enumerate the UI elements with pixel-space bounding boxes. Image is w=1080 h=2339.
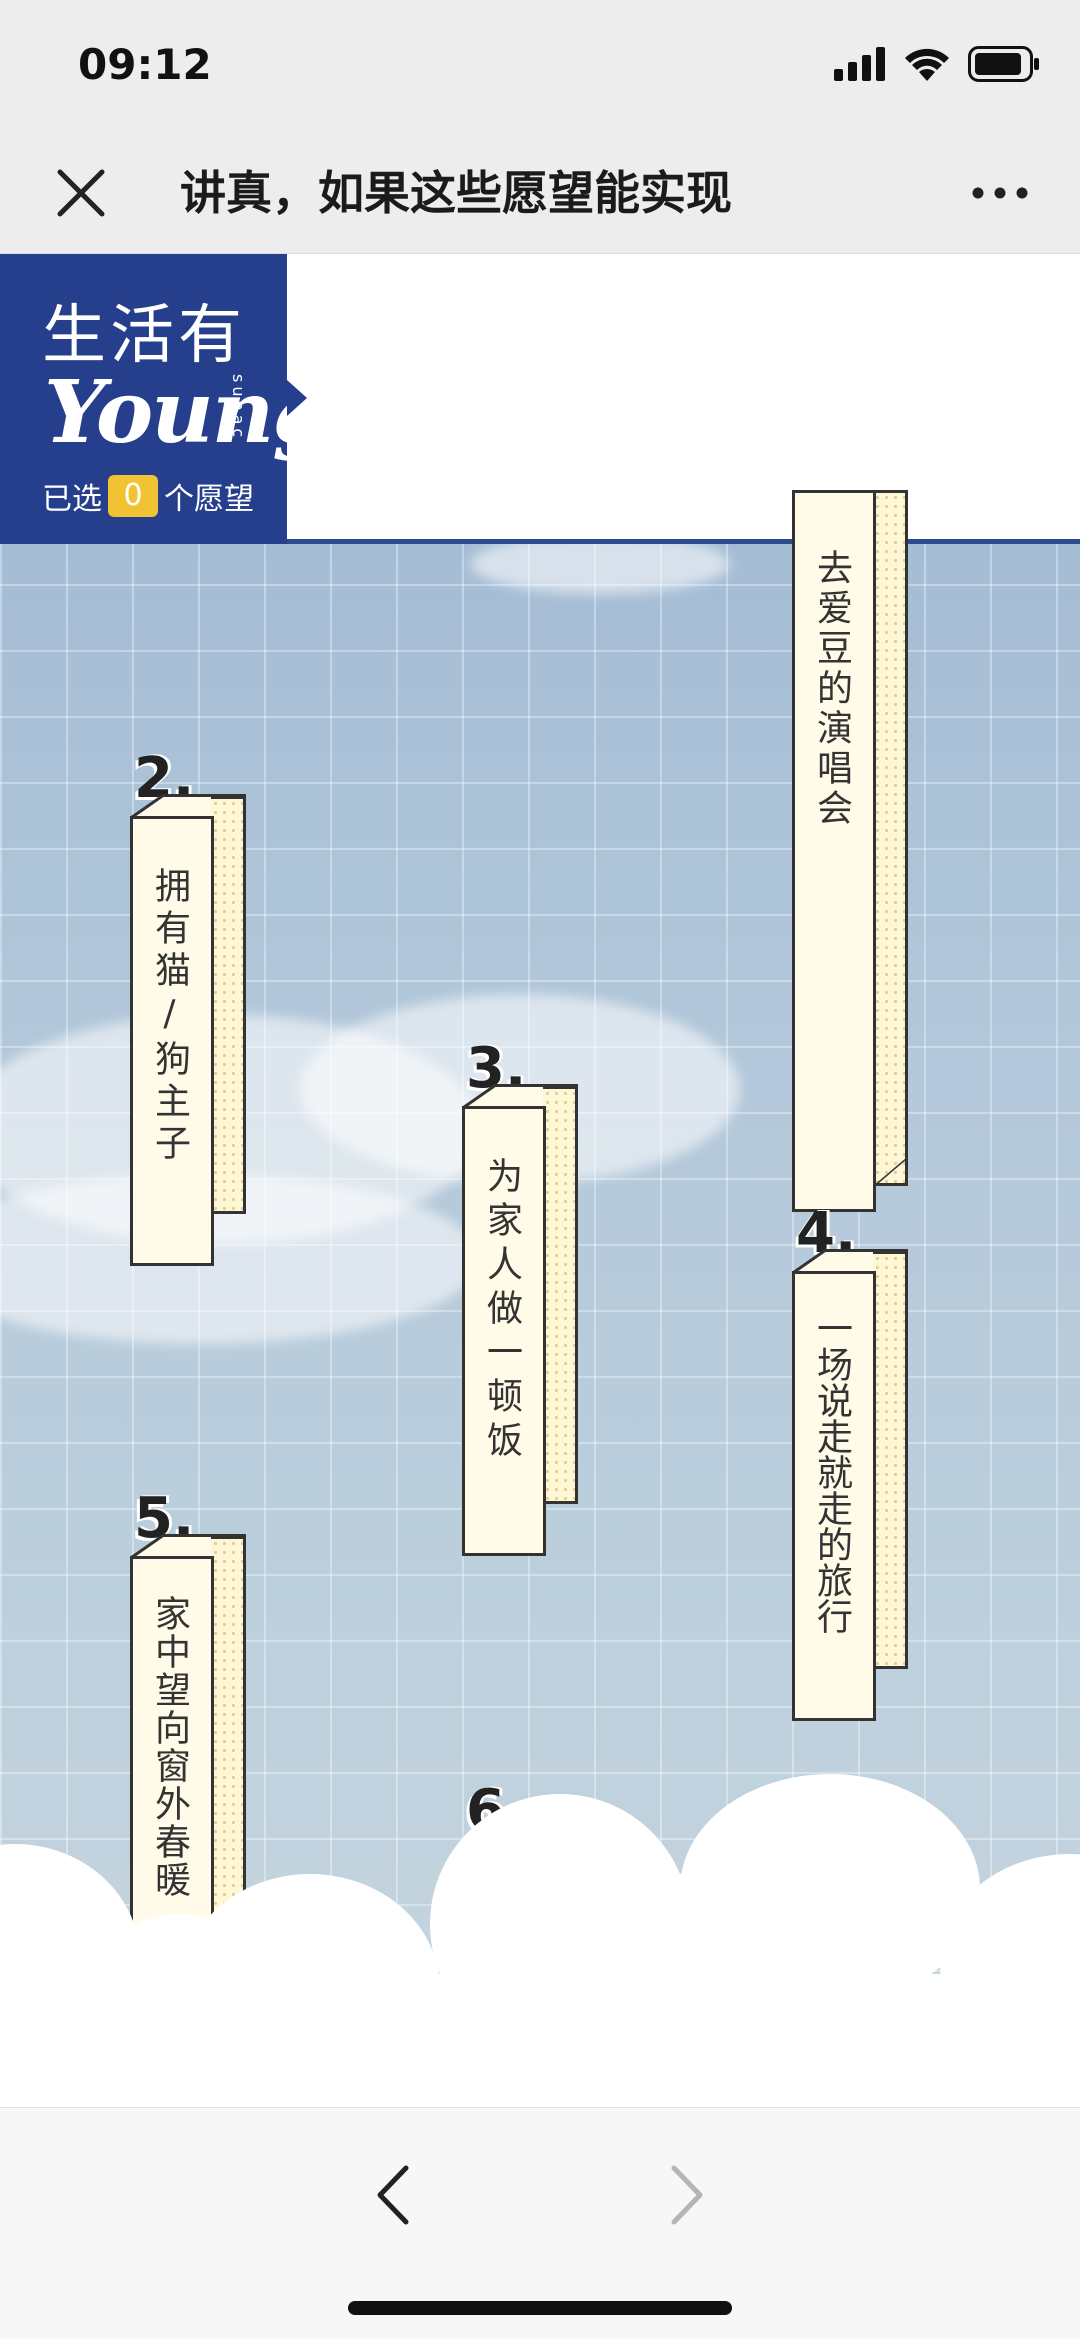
- status-bar: 09:12: [0, 0, 1080, 132]
- banner: 生活有 Young sunac 已选 0 个愿望: [0, 254, 1080, 544]
- wish-card-2[interactable]: 2. 拥有猫/狗主子: [130, 746, 246, 1266]
- cloud-base: [0, 1974, 1080, 2107]
- browser-toolbar: [0, 2107, 1080, 2339]
- wifi-icon: [905, 48, 949, 81]
- wish-card-4[interactable]: 4. 一场说走就走的旅行: [792, 1201, 908, 1721]
- wish-card-front: 去爱豆的演唱会: [792, 490, 876, 1212]
- wish-card-side: [873, 490, 908, 1186]
- wish-text: 去爱豆的演唱会: [811, 549, 852, 829]
- chevron-right-icon[interactable]: [656, 2150, 716, 2240]
- logo-arrow: [287, 380, 307, 416]
- wish-card-1[interactable]: 去爱豆的演唱会: [792, 490, 908, 1212]
- wish-text: 拥有猫/狗主子: [149, 867, 190, 1166]
- wish-card-side: [873, 1251, 908, 1669]
- battery-icon: [968, 46, 1039, 82]
- selected-wishes-counter: 已选 0 个愿望: [42, 474, 254, 518]
- wish-text: 一场说走就走的旅行: [811, 1310, 852, 1634]
- status-time: 09:12: [78, 40, 212, 89]
- selected-prefix: 已选: [42, 482, 102, 517]
- close-icon[interactable]: [50, 162, 112, 224]
- brand-logo: 生活有 Young sunac 已选 0 个愿望: [0, 254, 332, 544]
- page-content: 生活有 Young sunac 已选 0 个愿望 去爱豆的演唱会 2. 拥有猫/…: [0, 254, 1080, 2107]
- page-title: 讲真，如果这些愿望能实现: [180, 166, 732, 220]
- wish-card-side: [211, 1536, 246, 1954]
- wish-card-side: [543, 1086, 578, 1504]
- logo-sunac-text: sunac: [229, 374, 248, 442]
- wish-text: 为家人做一顿饭: [481, 1157, 522, 1465]
- logo-young-text: Young: [44, 362, 332, 463]
- wish-card-bottom: [873, 1158, 906, 1188]
- more-icon[interactable]: [970, 170, 1030, 216]
- status-icons: [834, 44, 1040, 84]
- wish-card-3[interactable]: 3. 为家人做一顿饭: [462, 1036, 578, 1556]
- wish-text: 家中望向窗外春暖: [149, 1595, 190, 1899]
- selected-count-badge: 0: [108, 475, 158, 517]
- wish-card-front: 为家人做一顿饭: [462, 1106, 546, 1556]
- wish-card-front: 拥有猫/狗主子: [130, 816, 214, 1266]
- wish-card-side: [211, 796, 246, 1214]
- signal-icon: [834, 47, 885, 81]
- wish-card-front: 一场说走就走的旅行: [792, 1271, 876, 1721]
- home-indicator[interactable]: [348, 2301, 732, 2315]
- background-cloud: [470, 534, 730, 594]
- nav-bar: 讲真，如果这些愿望能实现: [0, 132, 1080, 254]
- selected-suffix: 个愿望: [164, 482, 254, 517]
- logo-text: 生活有: [42, 299, 246, 373]
- chevron-left-icon[interactable]: [364, 2150, 424, 2240]
